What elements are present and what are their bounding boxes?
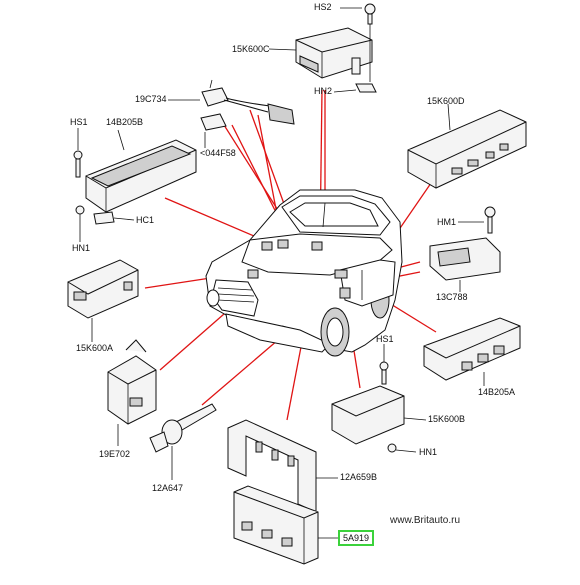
label-hs2[interactable]: HS2	[314, 2, 332, 12]
19c734-harness-part	[168, 79, 295, 148]
5a919-module-part	[233, 485, 338, 565]
label-15k600d[interactable]: 15K600D	[427, 96, 465, 106]
label-5a919-highlighted[interactable]: 5A919	[338, 530, 375, 546]
label-19c734[interactable]: 19C734	[135, 94, 167, 104]
15k600c-module-part	[268, 24, 377, 93]
14b205a-module-part	[423, 317, 521, 386]
label-13c788[interactable]: 13C788	[436, 292, 468, 302]
14b205b-module-part	[73, 128, 197, 242]
label-hs1-top[interactable]: HS1	[70, 117, 88, 127]
label-hn1-top[interactable]: HN1	[72, 243, 91, 253]
15k600a-module-part	[67, 259, 139, 342]
label-12a647[interactable]: 12A647	[152, 483, 184, 493]
19e702-relay-part	[107, 339, 157, 446]
label-12a659b[interactable]: 12A659B	[340, 472, 378, 482]
13c788-module-part	[429, 206, 501, 292]
vehicle-drawing	[205, 189, 403, 357]
watermark-text: www.Britauto.ru	[390, 515, 461, 526]
15k600b-module-part	[331, 344, 427, 453]
12a659b-bracket-part	[227, 419, 338, 513]
label-15k600b[interactable]: 15K600B	[428, 414, 466, 424]
15k600d-module-part	[407, 103, 527, 189]
label-hn1-right[interactable]: HN1	[419, 447, 438, 457]
hs2-screw-part	[340, 3, 376, 25]
label-14b205a[interactable]: 14B205A	[478, 387, 516, 397]
label-hs1-right[interactable]: HS1	[376, 334, 394, 344]
label-15k600a[interactable]: 15K600A	[76, 343, 114, 353]
label-15k600c[interactable]: 15K600C	[232, 44, 270, 54]
label-hc1[interactable]: HC1	[136, 215, 155, 225]
12a647-sensor-part	[149, 403, 217, 480]
label-19e702[interactable]: 19E702	[99, 449, 131, 459]
label-044f58[interactable]: <044F58	[200, 148, 236, 158]
label-hm1[interactable]: HM1	[437, 217, 457, 227]
label-hn2[interactable]: HN2	[314, 86, 333, 96]
label-14b205b[interactable]: 14B205B	[106, 117, 144, 127]
